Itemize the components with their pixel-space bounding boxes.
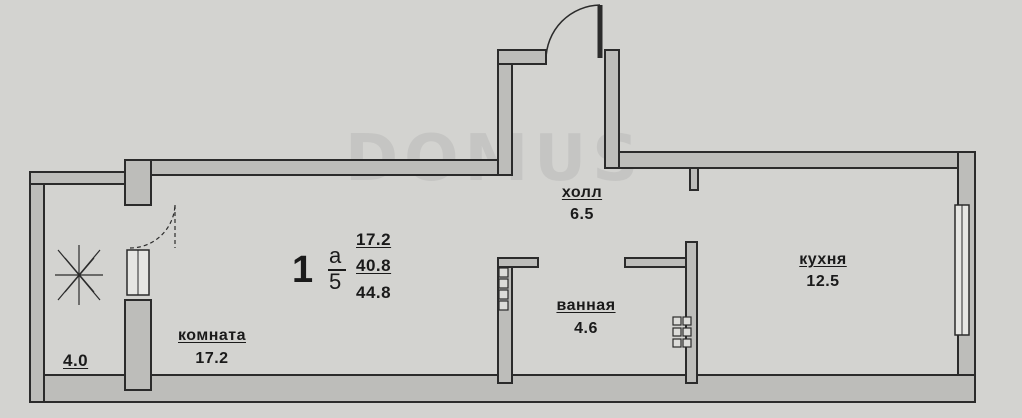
wall-balcony-room-bottom [124, 299, 152, 391]
apartment-section: а [329, 243, 342, 268]
bath-fixture-tile [498, 300, 509, 311]
wall-hall-right [604, 49, 620, 169]
wall-top-kitchen [604, 151, 976, 169]
bath-fixture-tile [498, 278, 509, 289]
apartment-living-total-area: 40.8 [356, 256, 392, 275]
wall-balcony-room-top [124, 159, 152, 206]
shaft-tile [682, 327, 692, 337]
hall-area: 6.5 [570, 206, 594, 223]
kitchen-area: 12.5 [806, 273, 840, 290]
hall-name: холл [561, 184, 603, 201]
wall-hall-left [497, 49, 513, 176]
wall-bath-top-left [497, 257, 539, 268]
bathroom-area: 4.6 [574, 320, 598, 337]
apartment-floor: 5 [329, 269, 342, 294]
shaft-tile [682, 316, 692, 326]
living-room-name: комната [178, 327, 246, 344]
shaft-tile [682, 338, 692, 348]
bath-fixture-tile [498, 289, 509, 300]
apartment-rooms: 1 [292, 249, 314, 291]
shaft-tile [672, 316, 682, 326]
shaft-tile [672, 327, 682, 337]
balcony-rosette-icon [55, 245, 103, 305]
apartment-total-area: 44.8 [356, 283, 392, 302]
apartment-living-area: 17.2 [356, 230, 392, 249]
wall-balcony-left [29, 171, 45, 403]
wall-bath-right [685, 241, 698, 384]
wall-hall-left-top [497, 49, 547, 65]
living-room-area: 17.2 [195, 350, 229, 367]
wall-hall-stub [689, 167, 699, 191]
balcony-area: 4.0 [63, 351, 89, 370]
kitchen-name: кухня [799, 251, 847, 268]
bath-fixture-tile [498, 267, 509, 278]
wall-top-living [124, 159, 501, 176]
bathroom-name: ванная [556, 297, 616, 314]
shaft-tile [672, 338, 682, 348]
balcony-door-swing [129, 204, 176, 249]
entrance-door-swing [545, 4, 601, 61]
